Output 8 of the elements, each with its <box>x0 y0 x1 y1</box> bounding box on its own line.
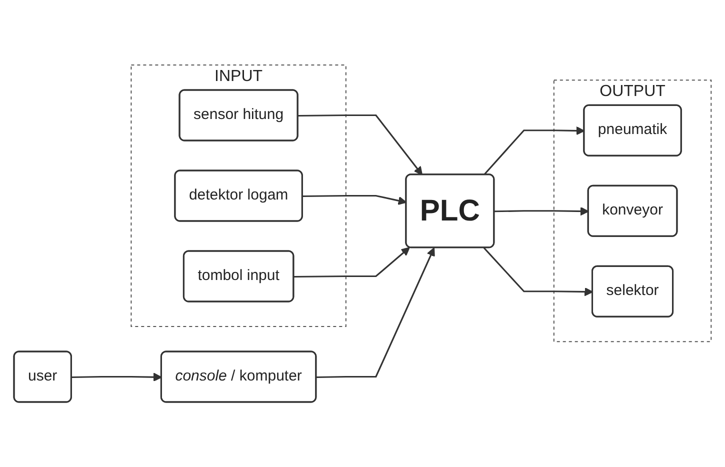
arrow <box>302 194 407 205</box>
arrow <box>483 247 594 296</box>
arrow <box>294 247 410 278</box>
arrow <box>316 247 435 378</box>
arrow <box>494 206 589 216</box>
arrow <box>483 126 585 176</box>
arrow <box>298 114 422 176</box>
arrow <box>72 372 162 382</box>
